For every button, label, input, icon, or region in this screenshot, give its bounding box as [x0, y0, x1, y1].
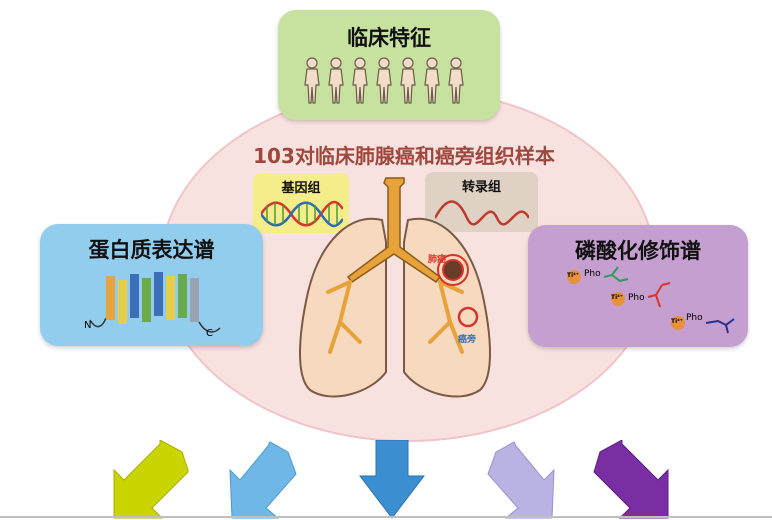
pho-label: Pho: [628, 293, 645, 303]
transcriptome-label: 转录组: [461, 180, 501, 195]
lungs-illustration: [299, 177, 491, 398]
rna-icon: [435, 200, 529, 226]
phospho-title: 磷酸化修饰谱: [575, 239, 701, 263]
protein-expression-box: 蛋白质表达谱 N C: [40, 224, 263, 346]
ti-label: Ti⁴⁺: [671, 318, 683, 325]
ti-label: Ti⁴⁺: [567, 272, 579, 279]
arrow-light-blue: [229, 441, 297, 519]
peptide-icon: [705, 318, 735, 334]
clinical-title: 临床特征: [347, 26, 431, 50]
arrow-blue: [358, 440, 426, 519]
pho-label: Pho: [584, 269, 601, 279]
arrow-lavender: [487, 441, 555, 519]
tumor-label: 肺癌: [428, 255, 447, 265]
ti-bead-icon: [567, 270, 581, 284]
peptide-icon: [647, 282, 671, 308]
transcriptome-box: 转录组: [425, 172, 538, 232]
arrows-row: [113, 440, 669, 519]
genome-box: 基因组: [253, 173, 349, 233]
protein-title: 蛋白质表达谱: [88, 238, 215, 262]
people-icon: [304, 57, 464, 104]
samples-title: 103对临床肺腺癌和癌旁组织样本: [253, 144, 555, 168]
protein-helix-icon: [89, 272, 221, 333]
ti-label: Ti⁴⁺: [611, 294, 623, 301]
c-terminus-label: C: [206, 328, 213, 339]
n-terminus-label: N: [84, 320, 92, 331]
dna-icon: [261, 200, 343, 228]
arrow-purple: [593, 440, 669, 519]
arrow-yellow: [113, 440, 189, 519]
pho-label: Pho: [686, 313, 703, 323]
adjacent-label: 癌旁: [458, 335, 477, 345]
ti-bead-icon: [611, 292, 625, 306]
genome-label: 基因组: [281, 181, 321, 196]
ti-bead-icon: [671, 316, 685, 330]
phosphorylation-box: 磷酸化修饰谱 Ti⁴⁺ Pho Ti⁴⁺ Pho Ti⁴⁺ Pho: [528, 225, 748, 347]
peptide-icon: [603, 266, 629, 283]
bottom-divider: [0, 516, 772, 518]
clinical-features-box: 临床特征: [278, 10, 500, 120]
